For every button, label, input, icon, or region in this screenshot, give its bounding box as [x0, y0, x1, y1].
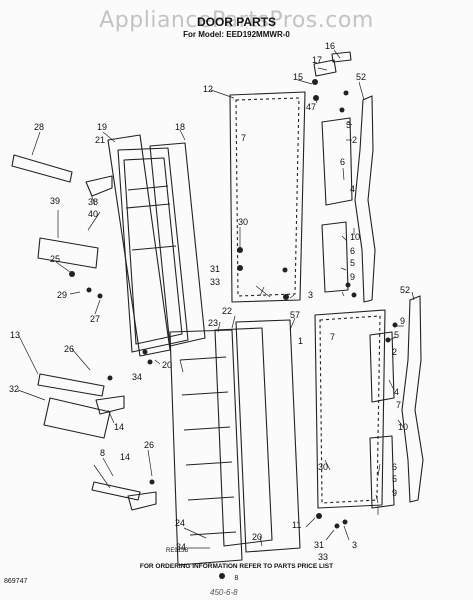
- callout-11: 11: [292, 520, 301, 530]
- callout-29: 29: [57, 290, 67, 300]
- callout-23: 23: [208, 318, 218, 328]
- shelf-8: [91, 481, 141, 501]
- callout-3-top: 3: [308, 290, 313, 300]
- lower-hinge: [321, 221, 349, 293]
- callout-6c: 6: [392, 462, 397, 472]
- callout-6b: 6: [350, 246, 355, 256]
- callout-25: 25: [50, 254, 60, 264]
- ref-code: RE915B: [166, 548, 189, 554]
- callout-14-lower: 14: [120, 452, 130, 462]
- callout-1: 1: [298, 336, 303, 346]
- callout-5a: 5: [346, 120, 351, 130]
- callout-28: 28: [34, 122, 44, 132]
- callout-40: 39: [50, 196, 60, 206]
- handwritten-date: 450-6-8: [210, 588, 238, 597]
- callout-30-top: 30: [238, 217, 248, 227]
- callout-2a: 2: [352, 135, 357, 145]
- callout-52-bottom: 52: [400, 285, 410, 295]
- callout-4a: 4: [350, 184, 355, 194]
- callout-5c: 5: [394, 330, 399, 340]
- callout-19: 19: [97, 122, 107, 132]
- fresh-food-handle: [401, 295, 424, 503]
- callout-10a: 10: [350, 232, 360, 242]
- callout-17: 17: [312, 55, 322, 65]
- callout-47: 47: [306, 102, 316, 112]
- freezer-gasket: [149, 142, 206, 347]
- callout-21: 21: [95, 135, 105, 145]
- freezer-outer-door: [229, 91, 306, 303]
- page-number: 8: [234, 575, 239, 582]
- callout-14-upper: 14: [114, 422, 124, 432]
- bracket-14: [95, 395, 125, 415]
- callout-2b: 2: [392, 347, 397, 357]
- callout-7-top: 7: [241, 133, 246, 143]
- callout-9b: 9: [400, 316, 405, 326]
- callout-52-top: 52: [356, 72, 366, 82]
- callout-5b: 5: [350, 258, 355, 268]
- freezer-door-liner: [117, 147, 189, 353]
- hinge-cover-16: [331, 51, 352, 63]
- bin-32: [43, 397, 111, 439]
- callout-26-upper: 26: [64, 344, 74, 354]
- callout-24: 24: [175, 518, 185, 528]
- callout-20-upper: 20: [162, 360, 172, 370]
- callout-7-mid: 7: [396, 400, 401, 410]
- doc-number: 869747: [4, 578, 28, 585]
- callout-26-lower: 26: [144, 440, 154, 450]
- callout-5d: 5: [392, 474, 397, 484]
- model-line: For Model: EED192MMWR-0: [183, 30, 290, 39]
- callout-22: 22: [222, 306, 232, 316]
- callout-57: 57: [290, 310, 300, 320]
- callout-38-upper: 34: [132, 372, 142, 382]
- callout-labels: 12 16 17 15 47 52 18 28 19 21 7 5 2 6 4 …: [9, 41, 410, 562]
- callout-32: 32: [9, 384, 19, 394]
- bracket-14b: [127, 491, 157, 511]
- diagram-title: DOOR PARTS: [196, 15, 277, 29]
- freezer-handle: [354, 95, 376, 303]
- callout-6a: 6: [340, 157, 345, 167]
- ff-upper-hinge: [369, 331, 395, 403]
- callout-20-lower: 20: [252, 532, 262, 542]
- fresh-food-outer-door: [314, 309, 386, 509]
- callout-38-lower: 34: [176, 542, 186, 552]
- callout-33-top: 33: [210, 277, 220, 287]
- callout-34: 38: [88, 197, 98, 207]
- fresh-food-door-liner: [169, 329, 243, 566]
- callout-39: 40: [88, 209, 98, 219]
- callout-31-top: 31: [210, 264, 220, 274]
- callout-10b: 10: [398, 422, 408, 432]
- bin-13: [37, 373, 105, 397]
- callout-4b: 4: [394, 387, 399, 397]
- ff-lower-hinge: [369, 435, 395, 509]
- callout-8: 8: [100, 448, 105, 458]
- callout-31-bottom: 31: [314, 540, 324, 550]
- callout-3-bottom: 3: [352, 540, 357, 550]
- callout-15: 15: [293, 72, 303, 82]
- callout-33-bottom: 33: [318, 552, 328, 562]
- callout-12: 12: [203, 84, 213, 94]
- dispenser-trim-28: [11, 154, 73, 183]
- hinge-plate-17: [313, 59, 337, 77]
- screws: [69, 79, 398, 579]
- callout-7-bottom: 7: [330, 332, 335, 342]
- callout-30-bottom: 30: [318, 462, 328, 472]
- callout-9c: 9: [392, 488, 397, 498]
- callout-27: 27: [90, 314, 100, 324]
- leader-lines: [17, 49, 415, 549]
- fresh-food-gasket: [235, 319, 301, 553]
- fresh-food-breaker-strip: [214, 327, 273, 547]
- upper-hinge: [321, 117, 353, 206]
- freezer-breaker-strip: [107, 134, 171, 357]
- callout-13: 13: [10, 330, 20, 340]
- watermark: AppliancePartsPros.com: [99, 8, 374, 33]
- shelf-40: [37, 237, 99, 269]
- ordering-note: FOR ORDERING INFORMATION REFER TO PARTS …: [139, 563, 334, 570]
- callout-9a: 9: [350, 272, 355, 282]
- callout-16: 16: [325, 41, 335, 51]
- callout-18: 18: [175, 122, 185, 132]
- bracket-34: [85, 175, 113, 197]
